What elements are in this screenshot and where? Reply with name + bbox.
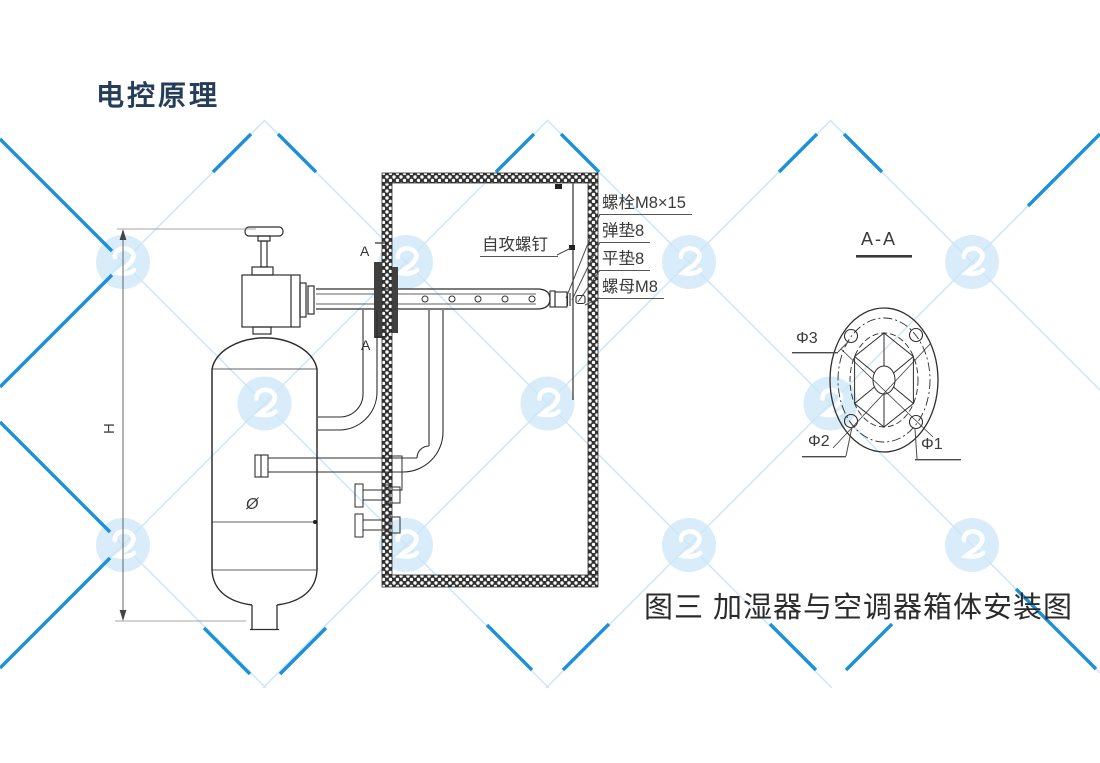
screw-mark-mid [569, 245, 575, 250]
part-label-spring-washer: 弹垫8 [600, 221, 651, 243]
section-view-title: A-A [861, 229, 898, 249]
inner-strip [555, 183, 575, 400]
section-view-a-a [792, 255, 961, 461]
wall-sleeve [391, 455, 403, 491]
riser-pipe [318, 310, 378, 431]
figure-caption: 图三 加湿器与空调器箱体安装图 [644, 592, 1074, 624]
page-title: 电控原理 [96, 80, 221, 111]
dimension-diameter-label: Ø [246, 496, 259, 513]
label-leaders [556, 213, 601, 306]
wall-flange-plate-left [374, 262, 382, 338]
cabinet-walls [381, 172, 599, 588]
spray-holes [421, 295, 536, 303]
flange-spokes [854, 333, 914, 427]
screw-mark-top [555, 184, 562, 189]
valve-assembly [241, 226, 315, 335]
lower-pipe [254, 310, 444, 491]
section-title-underline [856, 255, 912, 258]
hole-label-phi2: Φ2 [808, 433, 830, 450]
humidifier-tank [211, 337, 318, 631]
pipe-end-fastener [549, 290, 586, 308]
spray-pipe [316, 288, 586, 310]
part-label-flat-washer: 平垫8 [600, 249, 651, 271]
watermark-logo-glyphs [111, 246, 986, 559]
wall-bolt-fixtures [354, 483, 401, 538]
section-marker-top: A [360, 243, 370, 259]
label-self-tapping-screw: 自攻螺钉 [480, 236, 558, 257]
part-label-nut: 螺母M8 [600, 277, 664, 299]
hole-label-phi1: Φ1 [921, 436, 943, 453]
part-label-bolt: 螺栓M8×15 [600, 193, 692, 215]
section-cut-marks [375, 242, 387, 338]
dimension-height-label: H [101, 423, 118, 434]
phi-leaders [837, 340, 918, 460]
phi-underlines [792, 352, 961, 461]
section-marker-bottom: A [361, 337, 371, 353]
hole-label-phi3: Φ3 [796, 330, 818, 347]
valve-handle [244, 226, 284, 237]
wall-flange-plate-right [392, 267, 398, 333]
height-dimension [115, 228, 256, 622]
flange-bolt-holes [843, 327, 924, 430]
lattice-strong-segments [0, 132, 1100, 676]
